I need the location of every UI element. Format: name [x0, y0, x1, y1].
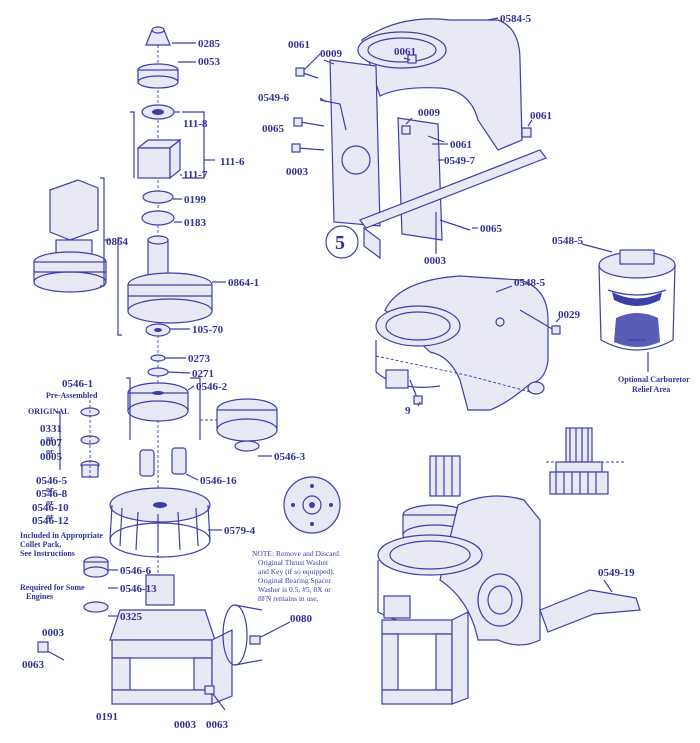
label-0065-b: 0065 — [480, 223, 503, 235]
label-required-2: Engines — [26, 592, 53, 601]
label-note-6: 8FN remains in use. — [258, 594, 319, 603]
label-0007: 0007 — [40, 437, 63, 449]
view-number: 5 — [335, 232, 345, 254]
label-note-3: and Key (if so equipped). — [258, 567, 335, 576]
label-105-70: 105-70 — [192, 324, 224, 336]
label-111-8: 111-8 — [183, 118, 208, 130]
label-pre-assembled: Pre-Assembled — [46, 391, 98, 400]
label-or-3: or — [46, 485, 54, 494]
label-original: ORIGINAL — [28, 407, 69, 416]
label-0029: 0029 — [558, 309, 581, 321]
label-optional-1: Optional Carburetor — [618, 375, 690, 384]
label-included-1: Included in Appropriate — [20, 531, 103, 540]
label-0331: 0331 — [40, 423, 62, 435]
label-0864-1: 0864-1 — [228, 277, 259, 289]
label-0003-d: 0003 — [424, 255, 447, 267]
housing-labels: 0548-5 0548-5 0029 9 Optional Carburetor… — [405, 235, 690, 417]
label-0546-6: 0546-6 — [120, 565, 152, 577]
label-0183: 0183 — [184, 217, 207, 229]
collet-detail — [546, 427, 624, 495]
label-0061-a: 0061 — [288, 39, 310, 51]
optional-carb-relief — [581, 243, 676, 372]
label-0053: 0053 — [198, 56, 221, 68]
label-note-5: Washer is 0.5, #5, 8X or — [258, 585, 331, 594]
label-or-5: or — [46, 512, 54, 521]
label-0549-7: 0549-7 — [444, 155, 476, 167]
label-included-2: Collet Pack, — [20, 540, 61, 549]
label-0061-b: 0061 — [394, 46, 416, 58]
label-0549-6: 0549-6 — [258, 92, 290, 104]
label-0546-1: 0546-1 — [62, 378, 93, 390]
label-0546-13: 0546-13 — [120, 583, 157, 595]
label-0548-5-b: 0548-5 — [514, 277, 546, 289]
label-0005: 0005 — [40, 451, 63, 463]
label-0546-10: 0546-10 — [32, 502, 69, 514]
label-0009-b: 0009 — [418, 107, 441, 119]
label-note-4: Original Bearing Spacer — [258, 576, 331, 585]
label-0080: 0080 — [290, 613, 313, 625]
label-0584-5: 0584-5 — [500, 13, 532, 25]
label-required-1: Required for Some — [20, 583, 85, 592]
label-0061-c: 0061 — [450, 139, 472, 151]
label-note-2: Original Thrust Washer — [258, 558, 329, 567]
bracket-assembly — [291, 17, 547, 260]
label-0061-d: 0061 — [530, 110, 552, 122]
bracket-labels: 0061 0009 0061 0584-5 0549-6 0009 0061 0… — [258, 13, 552, 267]
label-0271: 0271 — [192, 368, 214, 380]
label-111-7: 111-7 — [183, 169, 208, 181]
label-0003-b: 0003 — [174, 719, 197, 731]
left-exploded-stack — [33, 26, 341, 711]
label-0003-a: 0003 — [42, 627, 65, 639]
label-0325: 0325 — [120, 611, 143, 623]
label-note-1: NOTE: Remove and Discard — [252, 549, 339, 558]
label-0548-5-a: 0548-5 — [552, 235, 584, 247]
label-111-6: 111-6 — [220, 156, 245, 168]
label-or-4: or — [46, 498, 54, 507]
label-9: 9 — [405, 405, 411, 417]
label-0546-8: 0546-8 — [36, 488, 68, 500]
label-optional-2: Relief Area — [632, 385, 670, 394]
label-0063-a: 0063 — [22, 659, 45, 671]
label-0579-4: 0579-4 — [224, 525, 256, 537]
label-0546-16: 0546-16 — [200, 475, 237, 487]
label-0063-b: 0063 — [206, 719, 229, 731]
full-assembly-labels: 0549-19 — [598, 567, 635, 579]
label-0549-19: 0549-19 — [598, 567, 635, 579]
label-0546-2: 0546-2 — [196, 381, 228, 393]
left-stack-labels: 0285 0053 111-8 111-6 111-7 0199 0183 08… — [20, 38, 339, 731]
label-0065-a: 0065 — [262, 123, 285, 135]
housing-assembly — [375, 275, 561, 411]
label-or-1: or — [46, 434, 54, 443]
label-included-3: See Instructions — [20, 549, 75, 558]
label-0009-a: 0009 — [320, 48, 343, 60]
label-or-2: or — [46, 447, 54, 456]
label-0546-5: 0546-5 — [36, 475, 68, 487]
label-0546-3: 0546-3 — [274, 451, 306, 463]
label-0273: 0273 — [188, 353, 211, 365]
label-0003-c: 0003 — [286, 166, 309, 178]
label-0191: 0191 — [96, 711, 118, 723]
label-0199: 0199 — [184, 194, 207, 206]
label-0546-12: 0546-12 — [32, 515, 69, 527]
label-0864: 0864 — [106, 236, 129, 248]
label-0285: 0285 — [198, 38, 221, 50]
full-assembly — [377, 455, 641, 705]
